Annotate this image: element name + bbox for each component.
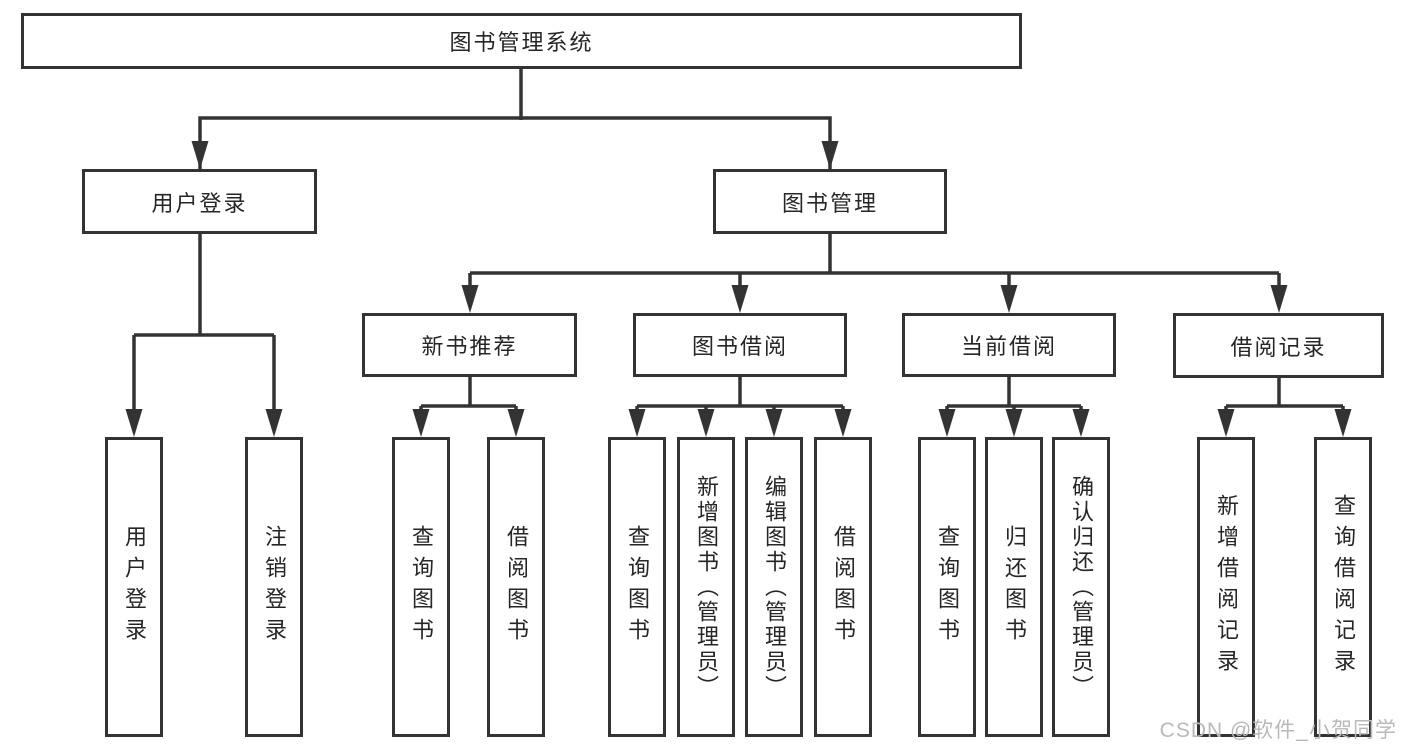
node-leaf-borrow-edit-books-admin: 编辑图书（管理员） (745, 437, 803, 737)
node-book-borrowing: 图书借阅 (633, 313, 847, 377)
node-leaf-newbooks-query-books: 查询图书 (392, 437, 450, 737)
node-label: 借阅记录 (1230, 334, 1327, 360)
node-leaf-current-return-books: 归还图书 (985, 437, 1043, 737)
node-label: 查询图书 (935, 525, 960, 649)
node-label: 确认归还（管理员） (1069, 474, 1094, 700)
arrowheads (125, 141, 1352, 437)
node-leaf-newbooks-borrow-books: 借阅图书 (487, 437, 545, 737)
node-label: 借阅图书 (504, 525, 529, 649)
node-leaf-user-login: 用户登录 (105, 437, 163, 737)
node-label: 编辑图书（管理员） (762, 474, 787, 700)
node-label: 图书管理系统 (449, 30, 594, 55)
node-leaf-records-query-record: 查询借阅记录 (1314, 437, 1372, 737)
node-label: 新增图书（管理员） (694, 474, 719, 700)
node-leaf-logout: 注销登录 (245, 437, 303, 737)
node-leaf-current-query-books: 查询图书 (918, 437, 976, 737)
node-leaf-borrow-query-books: 查询图书 (608, 437, 666, 737)
node-root-library-system: 图书管理系统 (21, 13, 1022, 69)
node-new-book-recommend: 新书推荐 (362, 313, 577, 377)
node-label: 当前借阅 (960, 334, 1057, 359)
node-label: 注销登录 (262, 525, 287, 649)
node-label: 归还图书 (1002, 525, 1027, 649)
node-leaf-records-add-record: 新增借阅记录 (1197, 437, 1255, 737)
node-label: 新书推荐 (421, 334, 518, 359)
node-borrow-records: 借阅记录 (1173, 313, 1384, 378)
node-leaf-current-confirm-return-admin: 确认归还（管理员） (1052, 437, 1110, 737)
csdn-watermark: CSDN @软件_小贺同学 (1159, 719, 1397, 742)
node-label: 借阅图书 (831, 525, 856, 649)
node-current-borrowing: 当前借阅 (902, 313, 1116, 377)
node-user-login: 用户登录 (82, 169, 317, 234)
node-label: 图书管理 (781, 190, 878, 216)
node-leaf-borrow-borrow-books: 借阅图书 (814, 437, 872, 737)
node-label: 查询借阅记录 (1331, 494, 1356, 680)
node-label: 用户登录 (151, 190, 248, 216)
node-label: 新增借阅记录 (1214, 494, 1239, 680)
node-book-management: 图书管理 (713, 169, 947, 234)
node-label: 图书借阅 (691, 334, 788, 359)
node-label: 查询图书 (409, 525, 434, 649)
node-leaf-borrow-add-books-admin: 新增图书（管理员） (677, 437, 735, 737)
node-label: 用户登录 (122, 525, 147, 649)
node-label: 查询图书 (625, 525, 650, 649)
